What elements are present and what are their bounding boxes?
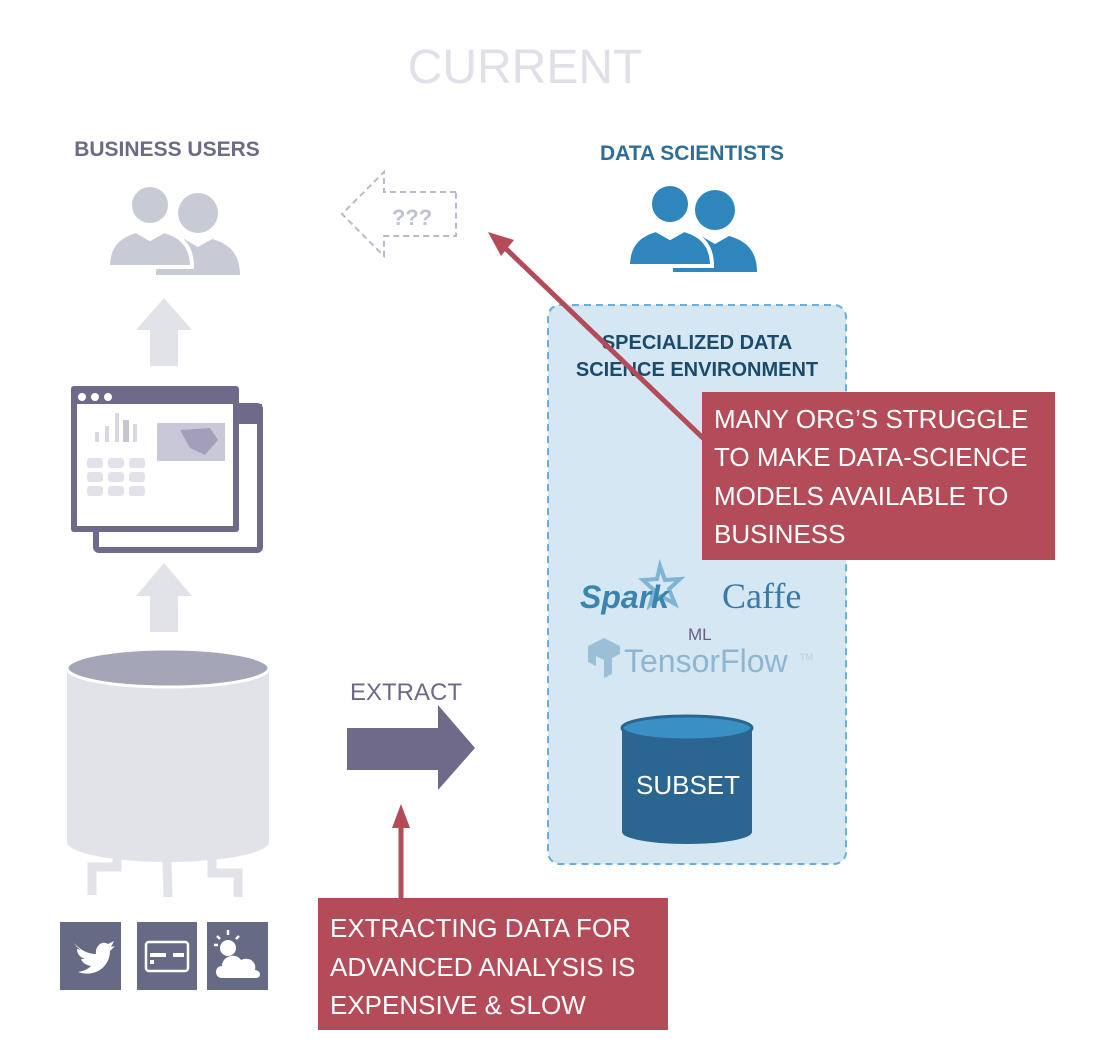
svg-text:ML: ML [688, 625, 712, 644]
data-scientists-label: DATA SCIENTISTS [600, 142, 784, 165]
svg-text:TO MAKE DATA-SCIENCE: TO MAKE DATA-SCIENCE [714, 442, 1028, 472]
unknown-label: ??? [392, 205, 432, 230]
data-scientists-icon [626, 182, 757, 272]
subset-database: SUBSET [620, 714, 754, 844]
svg-text:EXTRACTING DATA FOR: EXTRACTING DATA FOR [330, 913, 631, 943]
extract-label: EXTRACT [350, 679, 462, 706]
environment-title-2: SCIENCE ENVIRONMENT [576, 359, 818, 381]
caffe-logo: Caffe [722, 576, 801, 616]
svg-text:EXPENSIVE & SLOW: EXPENSIVE & SLOW [330, 990, 586, 1020]
subset-label: SUBSET [636, 770, 740, 800]
title: CURRENT [408, 41, 643, 94]
svg-text:BUSINESS: BUSINESS [714, 519, 846, 549]
source-connectors [87, 827, 243, 898]
unknown-arrow: ??? [340, 169, 457, 259]
svg-text:Spark: Spark [580, 579, 671, 615]
callout-extract-expensive: EXTRACTING DATA FOR ADVANCED ANALYSIS IS… [318, 898, 668, 1030]
up-arrow-top [136, 298, 192, 366]
svg-text:MODELS AVAILABLE TO: MODELS AVAILABLE TO [714, 481, 1008, 511]
business-users-icon [106, 183, 240, 275]
twitter-icon [60, 922, 121, 990]
dashboard-icon [71, 386, 263, 553]
svg-text:MANY ORG’S STRUGGLE: MANY ORG’S STRUGGLE [714, 404, 1028, 434]
up-arrow-bottom [136, 563, 192, 632]
svg-text:ADVANCED ANALYSIS IS: ADVANCED ANALYSIS IS [330, 952, 635, 982]
spark-logo: Spark [580, 558, 686, 615]
extract-arrow [347, 705, 475, 790]
credit-card-icon [137, 922, 197, 990]
tensorflow-logo: TensorFlow TM ML [588, 625, 813, 679]
callout-models-unavailable: MANY ORG’S STRUGGLE TO MAKE DATA-SCIENCE… [702, 392, 1055, 560]
business-users-label: BUSINESS USERS [74, 138, 260, 161]
main-database [65, 647, 271, 862]
svg-text:TM: TM [800, 652, 813, 662]
svg-text:TensorFlow: TensorFlow [624, 643, 789, 679]
weather-icon [207, 922, 268, 990]
environment-title-1: SPECIALIZED DATA [602, 332, 792, 354]
